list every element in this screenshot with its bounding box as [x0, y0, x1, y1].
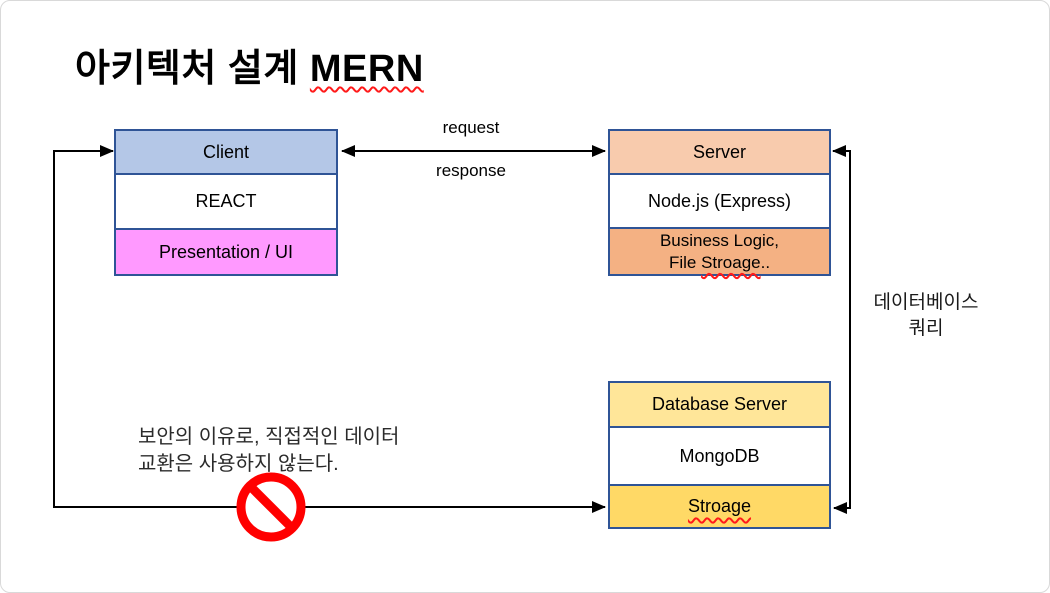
business-logic-line1: Business Logic, — [659, 230, 780, 250]
server-header: Server — [610, 131, 829, 173]
response-label: response — [436, 161, 506, 180]
security-note-line1: 보안의 이유로, 직접적인 데이터 — [138, 426, 400, 448]
business-logic-line2: File Stroage.. — [668, 252, 771, 272]
page-title: 아키텍처 설계 MERN — [75, 37, 424, 92]
client-box: Client REACT Presentation / UI — [114, 129, 338, 276]
client-bottom-presentation: Presentation / UI — [116, 228, 336, 274]
connector-server-storage — [832, 145, 851, 514]
client-header: Client — [116, 131, 336, 173]
misspelled-stroage: Stroage — [701, 252, 761, 272]
client-middle-react: REACT — [116, 173, 336, 228]
server-middle-nodejs: Node.js (Express) — [610, 173, 829, 227]
security-note: 보안의 이유로, 직접적인 데이터 교환은 사용하지 않는다. — [138, 424, 399, 478]
server-bottom-business-logic: Business Logic, File Stroage.. — [610, 227, 829, 274]
db-query-line2: 쿼리 — [908, 318, 944, 339]
db-query-line1: 데이터베이스 — [873, 292, 979, 313]
database-box: Database Server MongoDB Stroage — [608, 381, 831, 529]
security-note-line2: 교환은 사용하지 않는다. — [138, 453, 339, 475]
server-box: Server Node.js (Express) Business Logic,… — [608, 129, 831, 276]
database-middle-mongodb: MongoDB — [610, 426, 829, 484]
page-title-korean: 아키텍처 설계 — [75, 48, 310, 90]
prohibition-icon — [236, 472, 306, 542]
misspelled-storage-label: Stroage — [687, 496, 752, 516]
database-bottom-storage: Stroage — [610, 484, 829, 527]
request-label: request — [442, 118, 500, 137]
db-query-label: 데이터베이스 쿼리 — [853, 290, 999, 342]
page-title-acronym: MERN — [309, 48, 424, 90]
database-header: Database Server — [610, 383, 829, 426]
